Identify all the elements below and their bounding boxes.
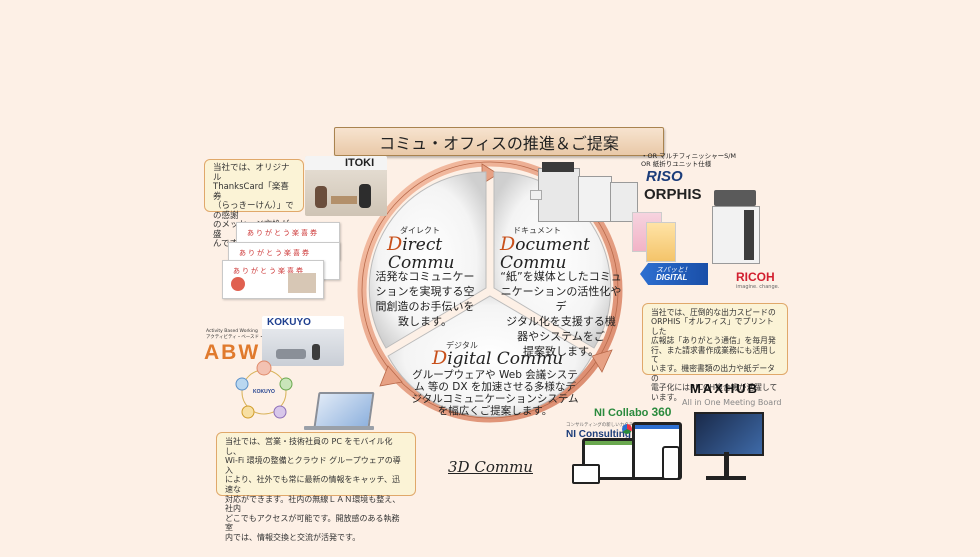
node-icon [256, 360, 272, 376]
document-ruby: ドキュメント [513, 226, 561, 235]
laptop-device [572, 464, 600, 484]
document-description: “紙”を媒体としたコミュ ニケーションの活性化やデ ジタル化を支援する機 器やシ… [500, 270, 622, 358]
laptop-icon [313, 392, 375, 428]
note-mobile: 当社では、営業・技術社員の PC をモバイル化し、 Wi-Fi 環境の整備とクラ… [216, 432, 416, 542]
segment-direct [368, 171, 487, 349]
ni-logo-icon [622, 424, 632, 434]
stamp-icon [231, 277, 245, 291]
document-heading-line2: Commu [500, 253, 567, 273]
direct-description: 活発なコミュニケー ションを実現する空 間創造のお手伝いを 致します。 [375, 270, 475, 328]
digital-description: グループウェアや Web 会議システ ム 等の DX を加速させる多様なデ ジタ… [411, 369, 579, 417]
cycle-diagram [357, 160, 623, 423]
node-icon [279, 377, 293, 391]
orphis-logo: ORPHIS [644, 186, 702, 203]
footer-label: 3D Commu [448, 458, 533, 476]
abw-center-label: KOKUYO [253, 389, 275, 395]
note-thankscard: 当社では、オリジナル ThanksCard「楽喜券 （らっきーけん）」での感謝 … [204, 159, 304, 249]
kokuyo-photo: KOKUYO [262, 316, 344, 366]
digital-ruby: デジタル [446, 341, 478, 350]
node-icon [235, 377, 249, 391]
segment-digital [387, 295, 593, 418]
itoki-logo: ITOKI [345, 157, 375, 169]
node-icon [241, 405, 255, 419]
arrow-head-icon [379, 365, 403, 387]
direct-heading: Direct [387, 233, 443, 255]
riso-printer [530, 162, 638, 224]
phone-device [662, 446, 680, 480]
thanks-card: ありがとう楽喜券 [222, 260, 324, 299]
maxhub-tagline: All in One Meeting Board [682, 398, 782, 407]
riso-option-note: ・OR マルチフィニッシャーS/M OR 紙折りユニット仕様 [641, 152, 736, 168]
scan-digital-badge: スパッと！ DIGITAL [640, 263, 708, 285]
ricoh-mfp [708, 186, 764, 264]
kokuyo-logo: KOKUYO [267, 317, 311, 328]
document-heading: Document [500, 233, 590, 255]
abw-caption: Activity Based Working アクティビティ・ベースド・ワーキン… [206, 329, 286, 340]
digital-heading: Digital Commu [432, 347, 564, 369]
riso-logo: RISO [646, 168, 683, 185]
abw-diagram [235, 360, 293, 419]
arrow-head-icon [591, 349, 613, 373]
abw-logo: ABW [204, 341, 261, 364]
ni-collabo-logo: NI Collabo 360 [594, 405, 672, 419]
banner-title: コミュ・オフィスの推進＆ご提案 [379, 133, 619, 153]
itoki-photo: ITOKI [305, 156, 387, 216]
maxhub-logo: MAXHUB [690, 381, 760, 396]
title-banner: コミュ・オフィスの推進＆ご提案 [334, 127, 664, 156]
ricoh-logo: RICOH [736, 270, 775, 284]
direct-heading-line2: Commu [388, 253, 455, 273]
direct-ruby: ダイレクト [400, 226, 440, 235]
note-orphis: 当社では、圧倒的な出力スピードの ORPHIS「オルフィス」でプリントした 広報… [642, 303, 788, 402]
ni-consulting-caption: コンサルティングの新しいカタチ [566, 423, 634, 428]
ni-consulting-logo: NI Consulting [566, 429, 631, 440]
ricoh-tagline: imagine. change. [736, 284, 780, 290]
desktop-device [632, 422, 682, 480]
maxhub-screen [694, 412, 764, 456]
pamphlet-image [632, 212, 676, 262]
node-icon [273, 405, 287, 419]
